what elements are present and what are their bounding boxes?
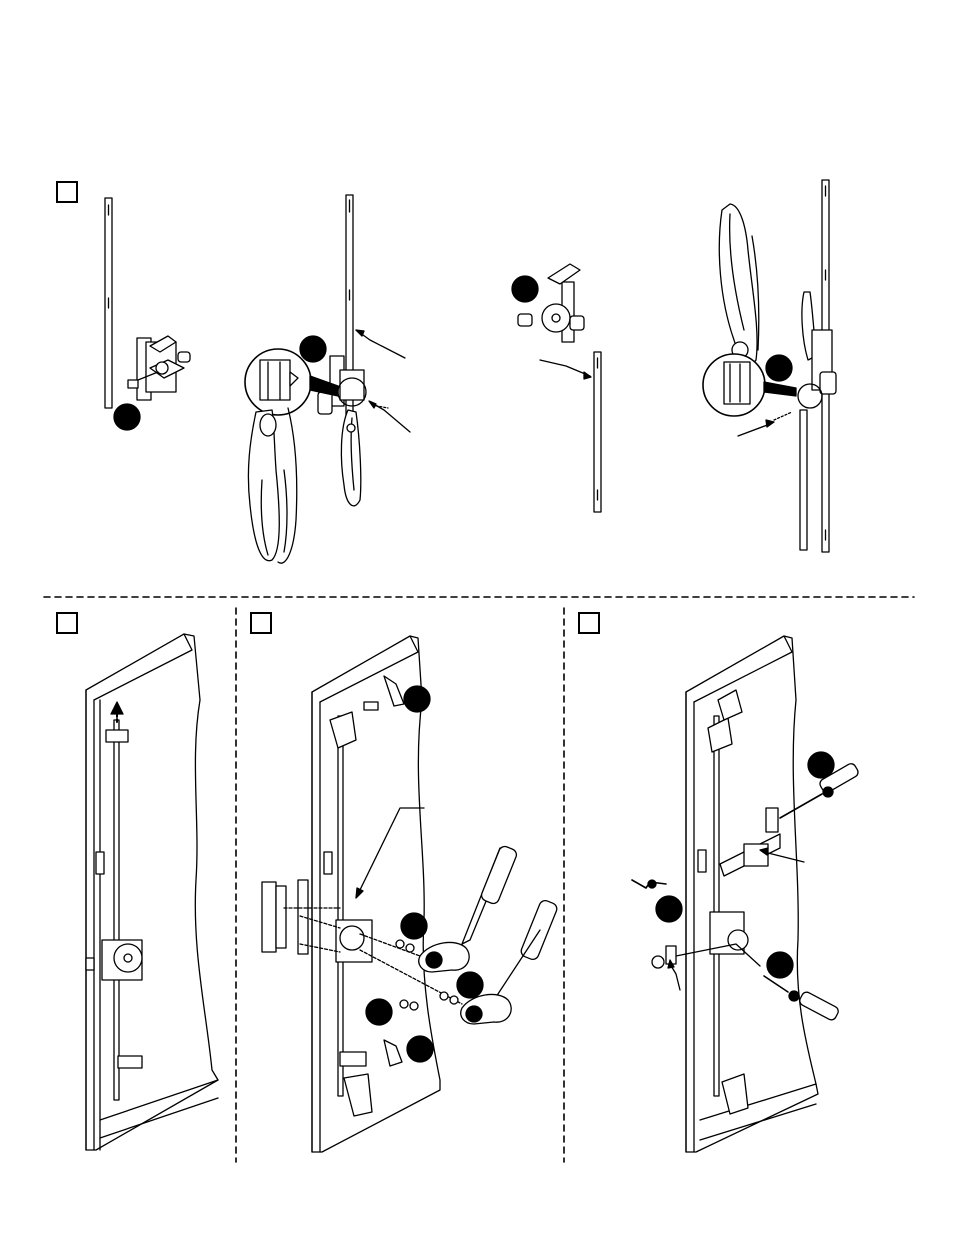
callout-marker [300, 336, 326, 362]
step3-door-trim [262, 636, 559, 1152]
callout-marker [766, 355, 792, 381]
step1-pliers-assembly [245, 195, 410, 563]
callout-marker [512, 276, 538, 302]
callout-marker [808, 752, 834, 778]
step1-handle-rod [512, 264, 601, 512]
callout-marker [457, 972, 483, 998]
callout-marker [407, 1036, 433, 1062]
step4-door-brackets [632, 636, 860, 1152]
step1-large-pliers [703, 180, 836, 552]
callout-marker [401, 913, 427, 939]
callout-marker [114, 404, 140, 430]
callout-marker [366, 999, 392, 1025]
callout-marker [656, 896, 682, 922]
callout-marker [767, 952, 793, 978]
step1-rod-latch-assembly [105, 198, 190, 430]
step2-door-rod [86, 634, 218, 1150]
callout-marker [404, 686, 430, 712]
